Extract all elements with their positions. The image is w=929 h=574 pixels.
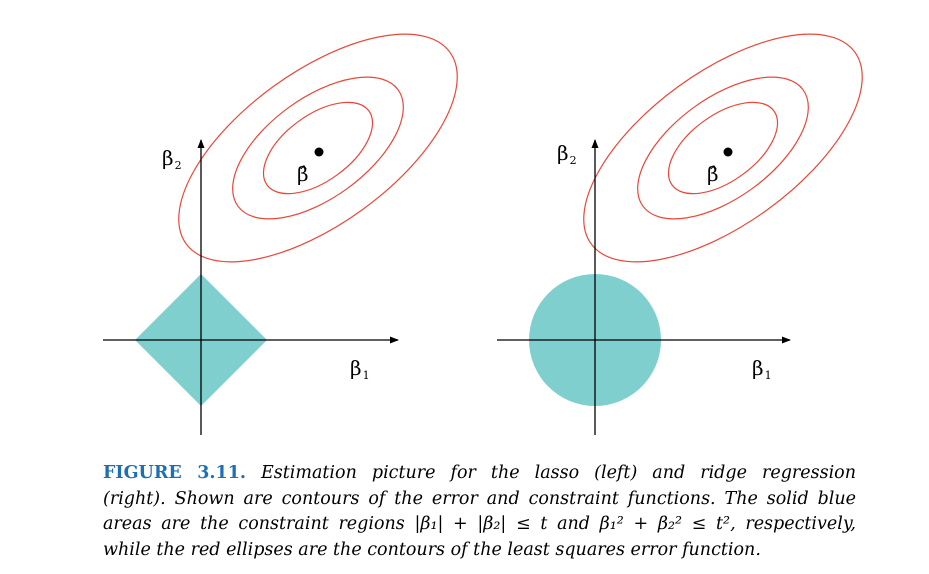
caption-line-3: areas are the constraint regions |β₁| + … [103, 512, 856, 538]
ridge-panel: β̂ β2 β1 [497, 33, 863, 435]
caption-line-3-c: , respectively, [730, 514, 856, 534]
caption-line-1-text: Estimation picture for the lasso (left) … [245, 463, 856, 483]
ridge-estimate-point [723, 147, 733, 157]
lasso-contour-3 [178, 33, 458, 263]
lasso-contour-1 [262, 101, 374, 195]
ridge-x-axis-subscript: 1 [765, 369, 772, 382]
ridge-x-axis-label: β1 [752, 356, 772, 382]
figure-caption: FIGURE 3.11. Estimation picture for the … [103, 461, 856, 563]
lasso-y-axis-subscript: 2 [175, 159, 182, 172]
lasso-y-axis-symbol: β [162, 146, 174, 170]
lasso-error-contours [178, 33, 458, 263]
lasso-constraint-formula: |β₁| + |β₂| ≤ t [414, 514, 548, 534]
lasso-estimate-point [314, 147, 324, 157]
caption-line-1: FIGURE 3.11. Estimation picture for the … [103, 461, 856, 487]
caption-line-3-a: areas are the constraint regions [103, 514, 415, 534]
figure-number: FIGURE 3.11. [103, 463, 246, 483]
ridge-contour-1 [667, 101, 779, 195]
ridge-estimate-label: β̂ [707, 162, 719, 186]
lasso-ridge-figure: β̂ β2 β1 β̂ β2 β1 [103, 33, 863, 435]
ridge-constraint-formula: β₁² + β₂² ≤ t² [599, 514, 731, 534]
lasso-x-axis-subscript: 1 [363, 369, 370, 382]
lasso-y-axis-label: β2 [162, 146, 182, 172]
ridge-x-axis-symbol: β [752, 356, 764, 380]
lasso-x-axis-label: β1 [350, 356, 370, 382]
lasso-x-axis-symbol: β [350, 356, 362, 380]
ridge-contour-2 [637, 76, 809, 220]
ridge-y-axis-label: β2 [557, 141, 577, 167]
caption-line-3-b: and [547, 514, 600, 534]
lasso-estimate-label: β̂ [297, 162, 309, 186]
ridge-contour-3 [583, 33, 863, 263]
lasso-contour-2 [232, 76, 404, 220]
ridge-y-axis-subscript: 2 [570, 154, 577, 167]
caption-line-2: (right). Shown are contours of the error… [103, 488, 856, 509]
ridge-y-axis-symbol: β [557, 141, 569, 165]
ridge-error-contours [583, 33, 863, 263]
lasso-panel: β̂ β2 β1 [103, 33, 458, 435]
caption-line-4: while the red ellipses are the contours … [103, 539, 761, 560]
